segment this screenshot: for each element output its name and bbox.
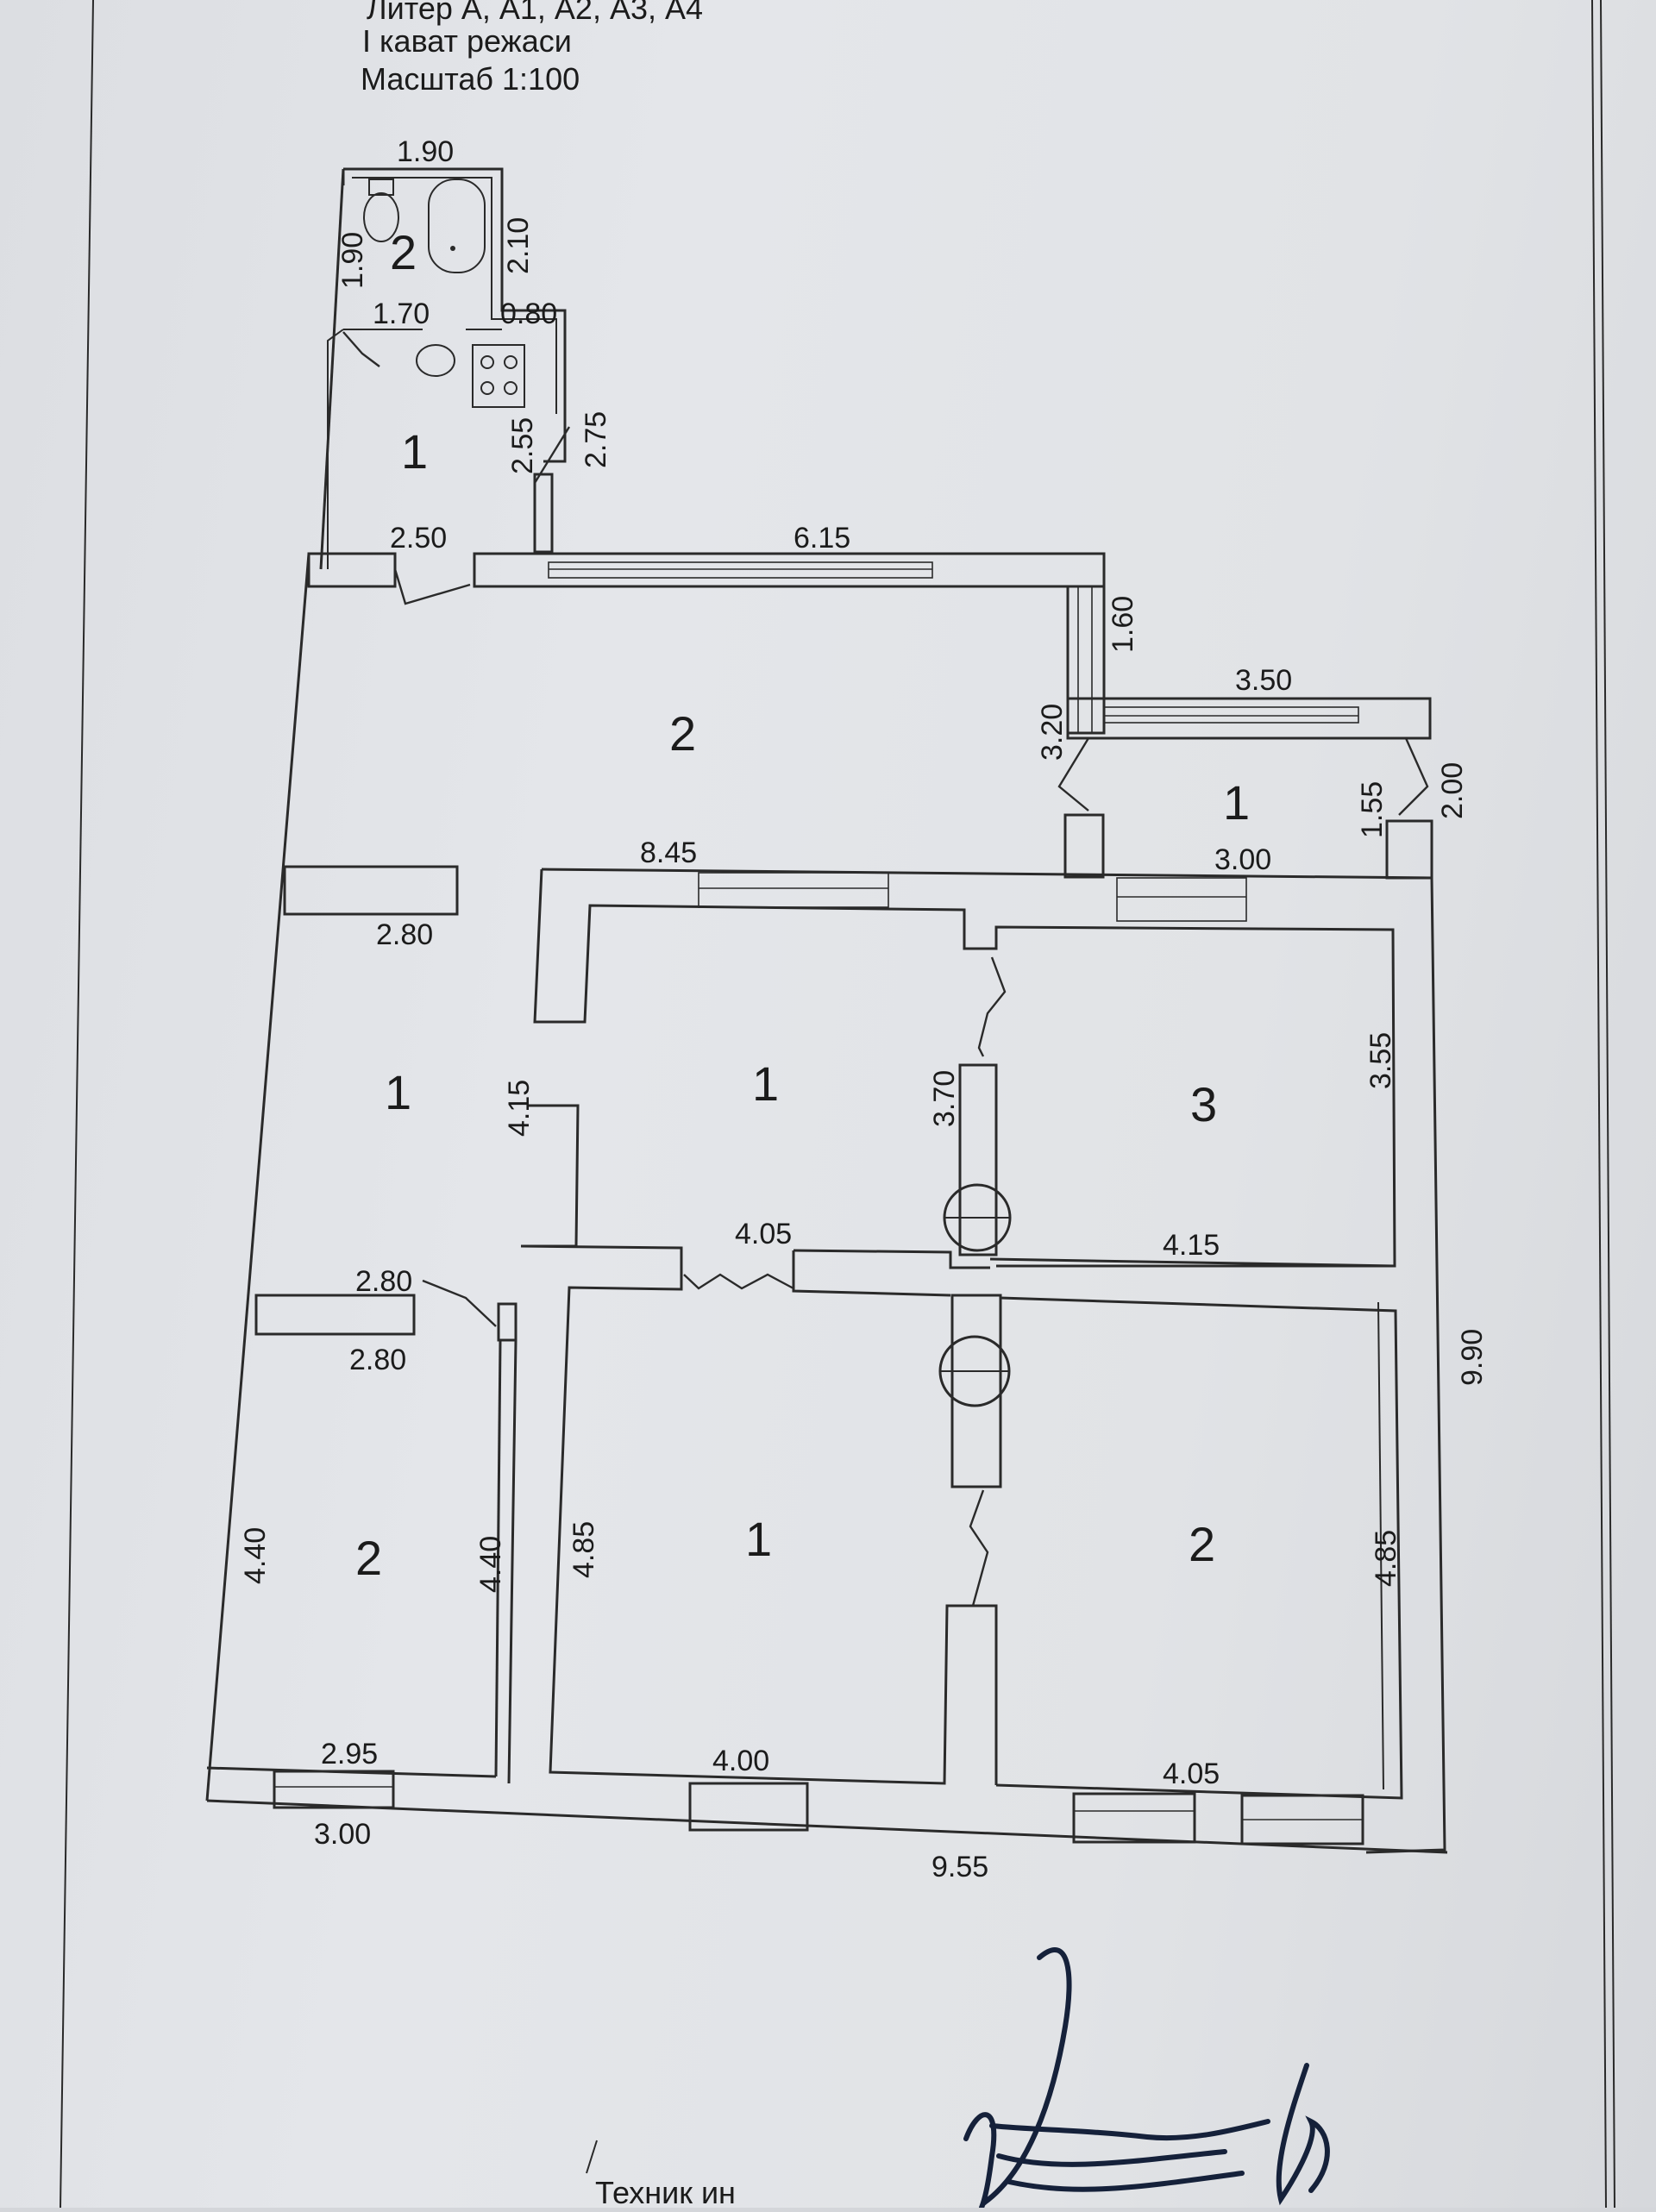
window: [698, 872, 889, 908]
dimension-label: 6.15: [794, 522, 850, 555]
dimension-label: 4.15: [1163, 1229, 1220, 1262]
stove-icon: [472, 344, 525, 408]
window: [1103, 706, 1359, 724]
dimension-label: 3.00: [314, 1818, 371, 1851]
central-block-walls: [206, 868, 1448, 1854]
page-border-line: [1600, 0, 1615, 2209]
header-floor: I кават режаси: [362, 23, 572, 59]
dimension-label: 1.60: [1107, 596, 1139, 653]
footer-mark: [586, 2140, 598, 2174]
dimension-label: 2.10: [502, 217, 535, 274]
dimension-label: 3.00: [1214, 843, 1271, 876]
dimension-label: 3.55: [1364, 1032, 1397, 1089]
page-border-line: [60, 0, 94, 2209]
meter-icon: [943, 1183, 1012, 1252]
room-label: 1: [1223, 775, 1250, 830]
sink-icon: [416, 344, 455, 377]
corridor-walls: [254, 865, 518, 1342]
room-label: 1: [752, 1056, 779, 1111]
dimension-label: 2.95: [321, 1738, 378, 1770]
wc-block: [342, 167, 567, 463]
room-label: 3: [1190, 1077, 1217, 1131]
bathtub-icon: [428, 179, 486, 273]
toilet-tank-icon: [368, 179, 394, 196]
room-label: 2: [390, 225, 417, 279]
footer-label: Техник ин: [595, 2175, 736, 2208]
dimension-label: 2.55: [506, 417, 539, 474]
dimension-label: 4.40: [239, 1527, 272, 1584]
dimension-label: 2.80: [355, 1265, 412, 1298]
window: [548, 561, 933, 579]
dimension-label: 9.55: [932, 1851, 988, 1883]
page-border-line: [1591, 0, 1607, 2209]
dimension-label: 1.90: [336, 232, 369, 289]
dimension-label: 4.05: [1163, 1758, 1220, 1790]
toilet-icon: [363, 192, 399, 242]
dimension-label: 4.05: [735, 1218, 792, 1250]
hall-upper-walls: [307, 552, 1433, 880]
room-label: 2: [669, 706, 696, 761]
dimension-label: 8.45: [640, 837, 697, 869]
dimension-label: 3.50: [1235, 664, 1292, 697]
dimension-label: 2.50: [390, 522, 447, 555]
room-label: 1: [385, 1065, 411, 1119]
dimension-label: 2.80: [376, 918, 433, 951]
room-label: 2: [355, 1531, 382, 1585]
room-label: 2: [1189, 1517, 1215, 1571]
signature: [963, 1947, 1330, 2210]
window: [1116, 877, 1247, 922]
room-label: 1: [745, 1512, 772, 1566]
dimension-label: 1.90: [397, 135, 454, 168]
dimension-label: 4.00: [712, 1745, 769, 1777]
dimension-label: 3.20: [1036, 704, 1069, 761]
west-outer-wall: [205, 553, 310, 1802]
dimension-label: 4.85: [1370, 1530, 1402, 1587]
room-label: 1: [401, 424, 428, 479]
header-scale: Масштаб 1:100: [361, 61, 580, 97]
dimension-label: 4.40: [474, 1536, 507, 1593]
dimension-label: 1.55: [1356, 781, 1389, 838]
dimension-label: 3.70: [928, 1070, 961, 1127]
dimension-label: 9.90: [1456, 1329, 1489, 1386]
kitchen-walls: [319, 168, 571, 570]
dimension-label: 4.85: [568, 1521, 600, 1578]
dimension-label: 2.80: [349, 1344, 406, 1376]
dimension-label: 2.00: [1436, 762, 1469, 819]
header-title: Литер А, А1, А2, А3, А4: [367, 0, 703, 26]
dimension-label: 4.15: [503, 1080, 536, 1137]
dimension-label: 0.80: [500, 298, 557, 330]
dimension-label: 2.75: [580, 411, 612, 468]
dimension-label: 1.70: [373, 298, 430, 330]
